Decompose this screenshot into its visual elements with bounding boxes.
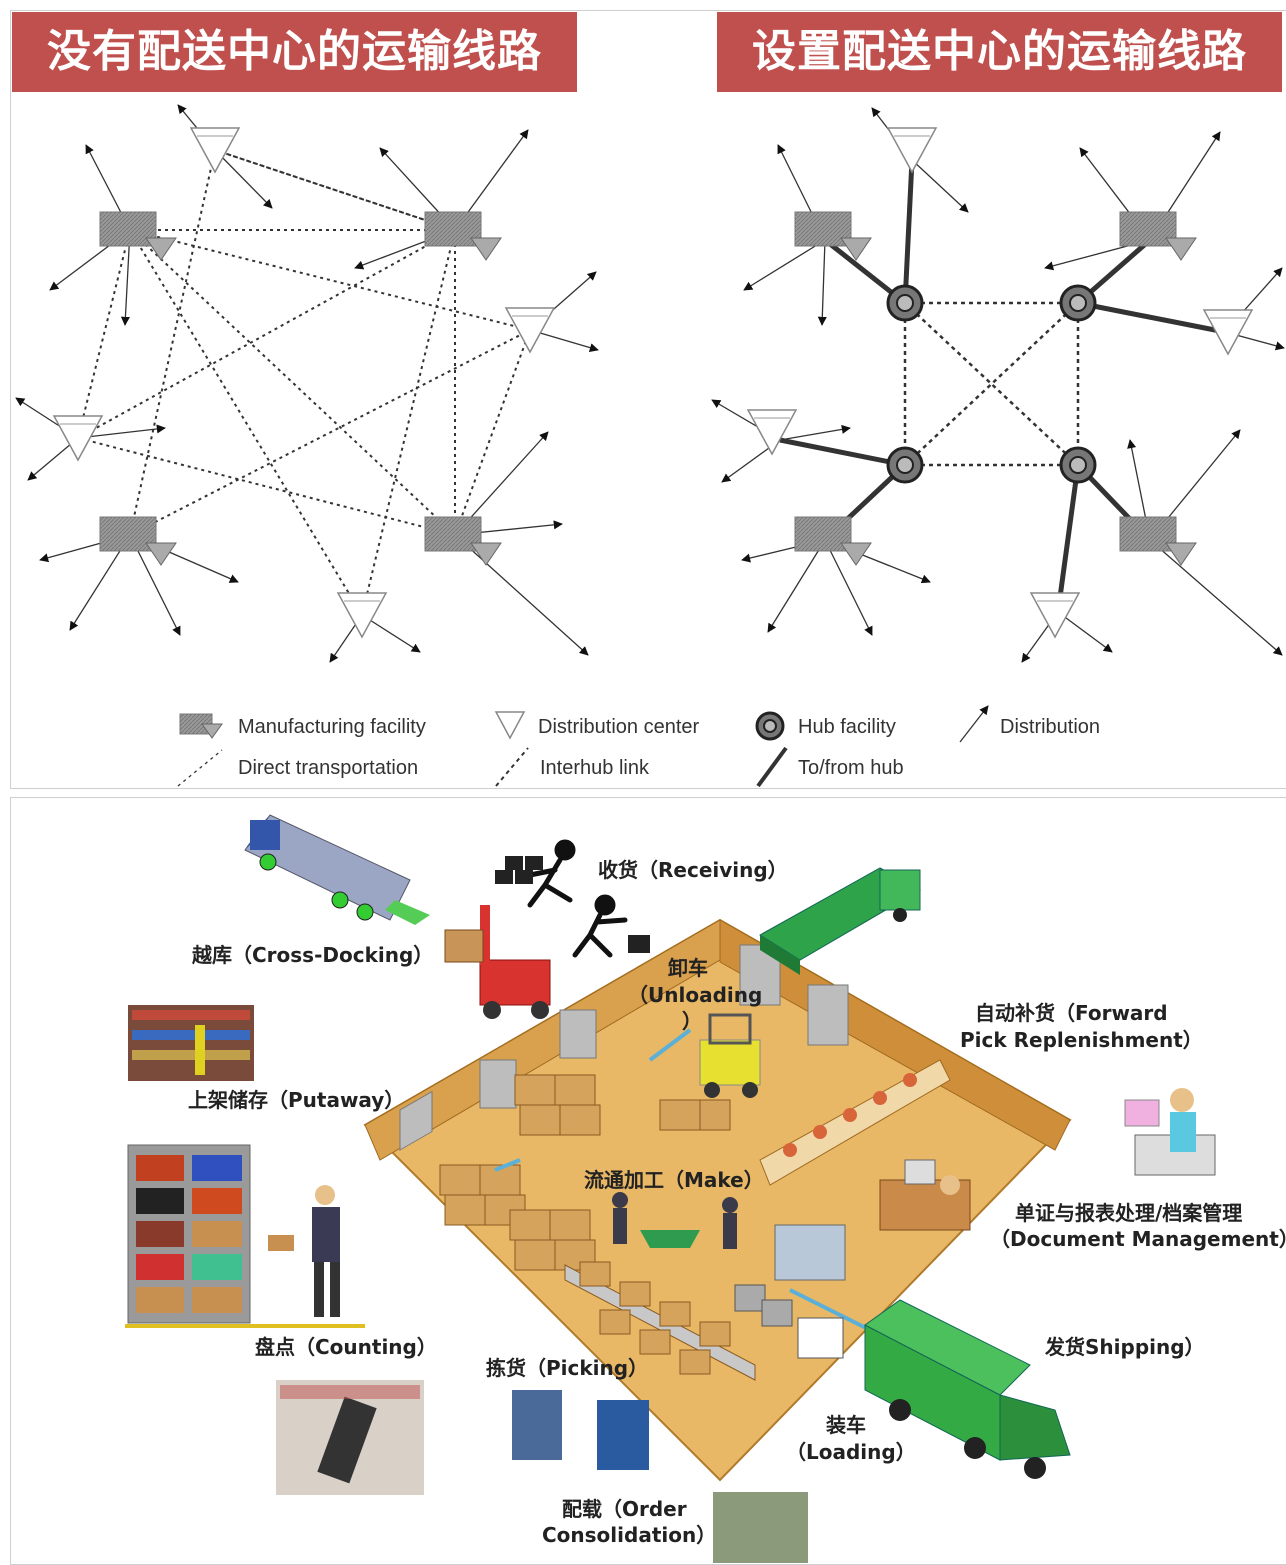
label-loading-cn: 装车 <box>825 1413 866 1437</box>
label-order-1: 配载（Order <box>562 1497 687 1521</box>
picking-photo-1 <box>512 1390 562 1460</box>
red-forklift <box>444 905 551 1019</box>
receiving-workers <box>527 839 628 958</box>
legend: Manufacturing facility Distribution cent… <box>177 705 1100 788</box>
left-panel-title: 没有配送中心的运输线路 <box>12 12 577 92</box>
counting-worker <box>268 1185 340 1317</box>
putaway-photo <box>128 1005 254 1081</box>
label-doc-2: （Document Management） <box>990 1227 1286 1251</box>
legend-tofrom: To/from hub <box>798 757 904 779</box>
counting-shelf <box>125 1144 365 1328</box>
label-order-2: Consolidation） <box>542 1523 716 1547</box>
label-picking: 拣货（Picking） <box>486 1356 648 1380</box>
label-unloading-cn: 卸车 <box>668 956 708 980</box>
label-unloading-en: （Unloading <box>628 983 762 1007</box>
legend-distribution: Distribution <box>1000 716 1100 738</box>
picking-photo-2 <box>597 1400 649 1470</box>
left-direct-links <box>77 149 531 616</box>
cross-dock-truck <box>244 814 430 925</box>
picking-rack <box>564 1261 756 1381</box>
document-worker <box>1124 1088 1216 1176</box>
label-receiving: 收货（Receiving） <box>598 858 788 882</box>
label-forward-2: Pick Replenishment） <box>960 1028 1203 1052</box>
right-interhub-links <box>903 301 1080 467</box>
legend-interhub: Interhub link <box>540 757 650 779</box>
counting-photo <box>276 1380 424 1495</box>
label-counting: 盘点（Counting） <box>255 1335 437 1359</box>
label-unloading-close: ） <box>682 1009 702 1033</box>
legend-direct: Direct transportation <box>238 757 418 779</box>
office-desk <box>879 1159 971 1231</box>
legend-hub: Hub facility <box>798 716 896 738</box>
loading-items <box>734 1284 844 1359</box>
label-shipping: 发货Shipping） <box>1044 1335 1205 1359</box>
forklift-yellow <box>699 1013 761 1098</box>
legend-distribution-center: Distribution center <box>538 716 700 738</box>
label-forward-1: 自动补货（Forward <box>975 1001 1168 1025</box>
legend-distribution-center-icon <box>494 711 526 740</box>
network-diagrams: Manufacturing facility Distribution cent… <box>15 104 1285 788</box>
receiving-boxes <box>495 856 650 953</box>
legend-tofrom-icon <box>756 746 788 788</box>
label-doc-1: 单证与报表处理/档案管理 <box>1015 1201 1242 1225</box>
legend-manufacturing-icon <box>179 713 223 739</box>
right-panel-title: 设置配送中心的运输线路 <box>717 12 1282 92</box>
warehouse-wall-right <box>719 919 1071 1151</box>
consolidation-photo <box>713 1492 808 1563</box>
green-truck-receiving <box>759 867 922 975</box>
legend-direct-icon <box>177 749 223 787</box>
label-putaway: 上架储存（Putaway） <box>188 1088 404 1112</box>
label-loading-en: （Loading） <box>786 1440 916 1464</box>
legend-interhub-icon <box>495 747 529 787</box>
flow-arrows <box>494 1028 871 1332</box>
make-workers <box>612 1192 738 1249</box>
legend-hub-icon <box>755 711 785 741</box>
legend-distribution-icon <box>959 705 989 743</box>
label-make: 流通加工（Make） <box>584 1168 764 1192</box>
label-cross-docking: 越库（Cross-Docking） <box>191 943 433 967</box>
shelf-items <box>783 1073 917 1157</box>
make-photo <box>774 1224 846 1281</box>
green-truck-shipping <box>864 1299 1071 1479</box>
legend-manufacturing: Manufacturing facility <box>238 716 426 738</box>
dock-doors <box>399 944 849 1151</box>
